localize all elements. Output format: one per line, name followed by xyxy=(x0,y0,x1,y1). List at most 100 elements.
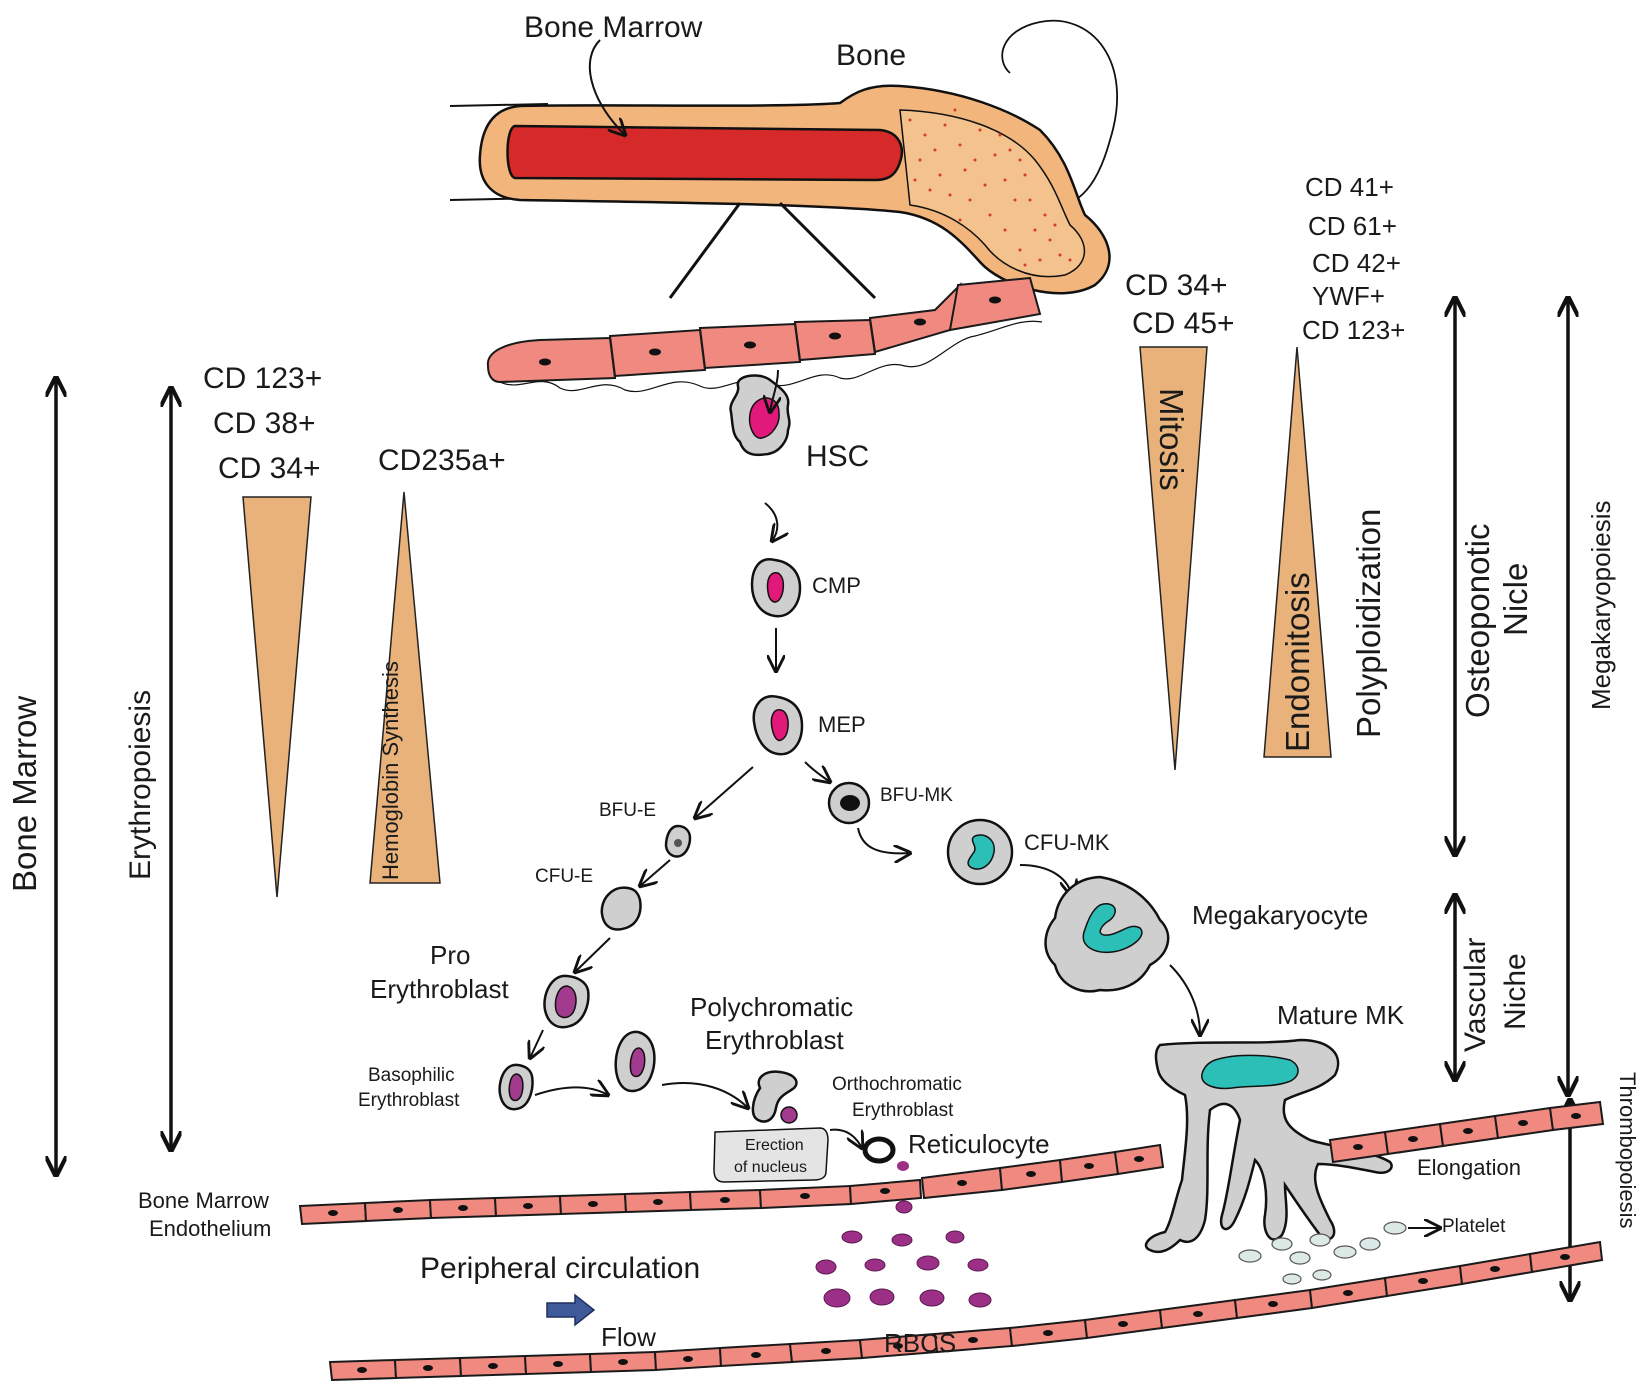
cfumk-to-mk-arrow xyxy=(1019,864,1072,896)
zoom-line-right xyxy=(778,201,877,300)
osteoponotic-range: Osteoponotic Nicle xyxy=(1455,298,1534,855)
polychromatic-label-2: Erythroblast xyxy=(705,1025,844,1055)
marker-cd41: CD 41+ xyxy=(1305,172,1394,202)
marker-cd235a: CD235a+ xyxy=(378,444,506,477)
basophilic-erythroblast-cell: Basophilic Erythroblast xyxy=(358,1063,534,1111)
cd235a-group: CD235a+ Hemoglobin Synthesis xyxy=(369,444,506,884)
orthochromatic-label-2: Erythroblast xyxy=(852,1100,954,1121)
vessel-upper-wall xyxy=(298,1100,1605,1226)
endomitosis-wedge xyxy=(1263,346,1332,758)
bone-label: Bone xyxy=(836,39,906,72)
hemoglobin-label: Hemoglobin Synthesis xyxy=(378,661,403,880)
bfu-e-label: BFU-E xyxy=(599,800,656,821)
vascular-niche-label: Niche xyxy=(1499,953,1532,1030)
polyploidization-label: Polyploidization xyxy=(1350,509,1387,738)
hemoglobin-wedge xyxy=(369,491,441,884)
basophilic-label-2: Erythroblast xyxy=(358,1090,460,1111)
bone-marrow-range-label: Bone Marrow xyxy=(6,696,43,892)
joint-outline xyxy=(1001,19,1119,204)
platelets: Platelet xyxy=(1238,1216,1506,1285)
rbcs: RBCS xyxy=(815,1200,992,1358)
megakaryocyte-cell: Megakaryocyte xyxy=(1044,875,1368,993)
rbcs-label: RBCS xyxy=(884,1328,956,1358)
bfu-mk-cell: BFU-MK xyxy=(827,781,953,825)
reticulocyte-label: Reticulocyte xyxy=(908,1129,1050,1159)
megakaryopoiesis-label: Megakaryopoiesis xyxy=(1586,500,1616,710)
erection-label: Erection xyxy=(745,1137,804,1154)
bfu-e-cell: BFU-E xyxy=(599,800,692,858)
erythropoiesis-range: Erythropoiesis xyxy=(124,388,171,1150)
mature-mk-cell: Mature MK Elongation xyxy=(1144,1000,1521,1254)
cmp-cell: CMP xyxy=(750,557,861,618)
mep-to-bfue-arrow xyxy=(695,766,754,818)
hsc-label: HSC xyxy=(806,440,869,473)
bfu-mk-label: BFU-MK xyxy=(880,785,953,806)
erythropoiesis-label: Erythropoiesis xyxy=(124,690,157,880)
elongation-label: Elongation xyxy=(1417,1155,1521,1180)
hsc-to-cmp-arrow xyxy=(764,502,777,541)
mitosis-group: CD 34+ CD 45+ Mitosis xyxy=(1125,269,1235,771)
spongy-bone xyxy=(899,109,1086,278)
polychromatic-erythroblast-cell: Polychromatic Erythroblast xyxy=(614,992,853,1093)
marrow-cavity xyxy=(506,124,904,182)
poly-to-ortho-arrow xyxy=(661,1081,748,1108)
marker-cd123-mk: CD 123+ xyxy=(1302,315,1405,345)
early-marker-group: CD 123+ CD 38+ CD 34+ xyxy=(203,362,322,898)
endomitosis-group: CD 41+ CD 61+ CD 42+ YWF+ CD 123+ Endomi… xyxy=(1263,172,1405,758)
marrow-endothelial-strip xyxy=(486,276,1043,393)
flow-label: Flow xyxy=(601,1322,656,1352)
mk-to-mature-arrow xyxy=(1169,964,1200,1035)
thrombopoiesis-label: Thrombopoiesis xyxy=(1615,1072,1640,1229)
cmp-label: CMP xyxy=(812,573,861,598)
bone-marrow-label: Bone Marrow xyxy=(524,11,703,44)
endothelium-label: Bone Marrow xyxy=(138,1188,269,1213)
baso-to-poly-arrow xyxy=(534,1088,608,1096)
mep-to-bfumk-arrow xyxy=(804,761,830,782)
reticulocyte-cell: Reticulocyte xyxy=(862,1129,1050,1171)
pro-erythroblast-cell: Pro Erythroblast xyxy=(370,940,590,1029)
circulation-label: Peripheral circulation xyxy=(420,1252,700,1285)
pro-erythroblast-label-2: Erythroblast xyxy=(370,974,509,1004)
zoom-line-left xyxy=(668,202,742,299)
osteoponotic-nicle-label: Nicle xyxy=(1497,563,1534,636)
thrombopoiesis-range: Thrombopoiesis xyxy=(1570,1072,1640,1300)
polychromatic-label: Polychromatic xyxy=(690,992,853,1022)
endothelium-label-2: Endothelium xyxy=(149,1216,271,1241)
marker-cd123: CD 123+ xyxy=(203,362,322,395)
mep-cell: MEP xyxy=(752,695,866,756)
erection-label-2: of nucleus xyxy=(734,1159,807,1176)
spongy-dots xyxy=(908,108,1072,267)
megakaryocyte-label: Megakaryocyte xyxy=(1192,900,1368,930)
orthochromatic-erythroblast-cell: Orthochromatic Erythroblast xyxy=(751,1070,962,1124)
mitosis-label: Mitosis xyxy=(1153,388,1190,491)
cfu-mk-cell: CFU-MK xyxy=(946,818,1110,886)
marker-cd34: CD 34+ xyxy=(218,452,321,485)
mep-label: MEP xyxy=(818,712,866,737)
cfue-to-pro-arrow xyxy=(575,937,611,972)
marker-cd34-mk: CD 34+ xyxy=(1125,269,1228,302)
endomitosis-label: Endomitosis xyxy=(1279,572,1316,752)
strip-to-hsc-arrow xyxy=(770,369,778,412)
bfumk-to-cfumk-arrow xyxy=(857,827,910,853)
flow-arrow: Flow xyxy=(546,1293,656,1352)
mitosis-wedge xyxy=(1139,346,1208,771)
cfu-mk-label: CFU-MK xyxy=(1024,830,1110,855)
ortho-to-retic-arrow xyxy=(829,1128,862,1148)
marker-ywf: YWF+ xyxy=(1312,281,1385,311)
orthochromatic-label: Orthochromatic xyxy=(832,1074,962,1095)
flow-arrow-icon xyxy=(546,1293,596,1327)
bone-marrow-range: Bone Marrow xyxy=(6,378,56,1175)
erection-of-nucleus-box: Erection of nucleus xyxy=(713,1127,829,1183)
marker-cd45: CD 45+ xyxy=(1132,307,1235,340)
marrow-pointer-arrow xyxy=(588,39,625,135)
basophilic-label: Basophilic xyxy=(368,1065,455,1086)
bfue-to-cfue-arrow xyxy=(640,859,671,886)
cfu-e-cell: CFU-E xyxy=(535,866,642,931)
platelet-label: Platelet xyxy=(1442,1216,1506,1237)
bone-illustration: Bone Marrow Bone xyxy=(449,11,1119,300)
hsc-cell: HSC xyxy=(729,374,869,473)
mature-mk-label: Mature MK xyxy=(1277,1000,1405,1030)
cfu-e-label: CFU-E xyxy=(535,866,593,887)
marker-cd42: CD 42+ xyxy=(1312,248,1401,278)
